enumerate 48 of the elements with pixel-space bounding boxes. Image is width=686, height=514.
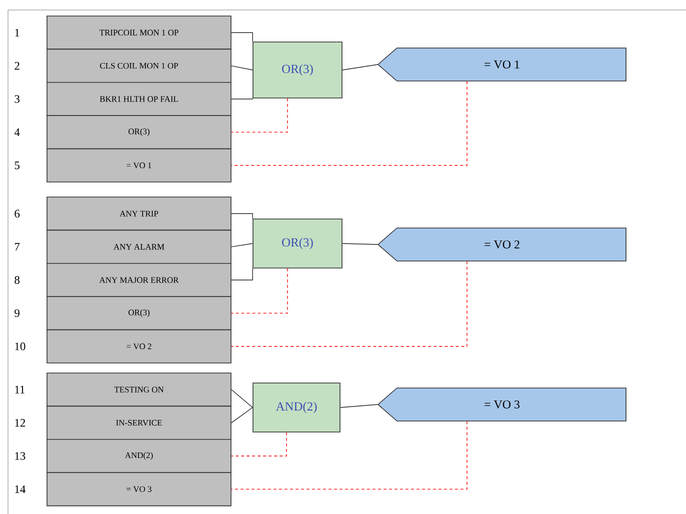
- signal-cell: ANY TRIP: [46, 196, 232, 231]
- row-number: 1: [15, 28, 20, 36]
- row-number: 4: [14, 128, 20, 136]
- dashed-link: [231, 420, 468, 490]
- signal-cell: ANY MAJOR ERROR: [46, 263, 232, 297]
- connector-line: [340, 404, 378, 408]
- logic-gate-box: OR(3): [252, 42, 342, 98]
- connector-line: [231, 389, 253, 408]
- signal-cell: ANY ALARM: [46, 230, 232, 264]
- dashed-link: [231, 260, 468, 347]
- row-number: 11: [15, 386, 25, 394]
- signal-cell: CLS COIL MON 1 OP: [46, 48, 232, 83]
- logic-gate-box: OR(3): [252, 218, 342, 268]
- connector-line: [231, 407, 253, 424]
- row-number: 7: [14, 243, 20, 251]
- row-number: 8: [14, 276, 20, 284]
- row-number: 3: [14, 95, 20, 103]
- row-number: 10: [15, 342, 26, 350]
- signal-cell: OR(3): [46, 296, 232, 330]
- signal-cell: = VO 2: [46, 329, 232, 364]
- row-number: 2: [14, 62, 20, 70]
- signal-cell: TRIPCOIL MON 1 OP: [46, 16, 232, 50]
- signal-cell: AND(2): [46, 439, 232, 473]
- signal-cell: BKR1 HLTH OP FAIL: [46, 82, 232, 116]
- dashed-link: [231, 80, 468, 166]
- dashed-link: [231, 432, 287, 456]
- connector-line: [231, 65, 253, 70]
- connector-line: [231, 32, 253, 42]
- signal-cell: IN-SERVICE: [46, 406, 232, 440]
- row-number: 12: [15, 419, 26, 427]
- signal-cell: = VO 1: [46, 148, 232, 182]
- row-number: 9: [14, 309, 20, 318]
- connector-line: [342, 243, 378, 245]
- dashed-link: [231, 98, 288, 133]
- row-number: 6: [14, 210, 20, 218]
- row-number: 14: [15, 485, 26, 493]
- dashed-link: [231, 268, 288, 314]
- connector-line: [231, 213, 253, 219]
- signal-cell: = VO 3: [46, 472, 232, 506]
- logic-gate-box: AND(2): [252, 382, 340, 432]
- signal-cell: TESTING ON: [46, 372, 232, 407]
- signal-cell: OR(3): [46, 115, 232, 150]
- connector-line: [231, 268, 253, 280]
- row-number: 13: [15, 452, 26, 460]
- connector-line: [342, 64, 378, 70]
- row-number: 5: [14, 162, 20, 170]
- connector-line: [231, 243, 253, 248]
- connector-line: [231, 98, 253, 100]
